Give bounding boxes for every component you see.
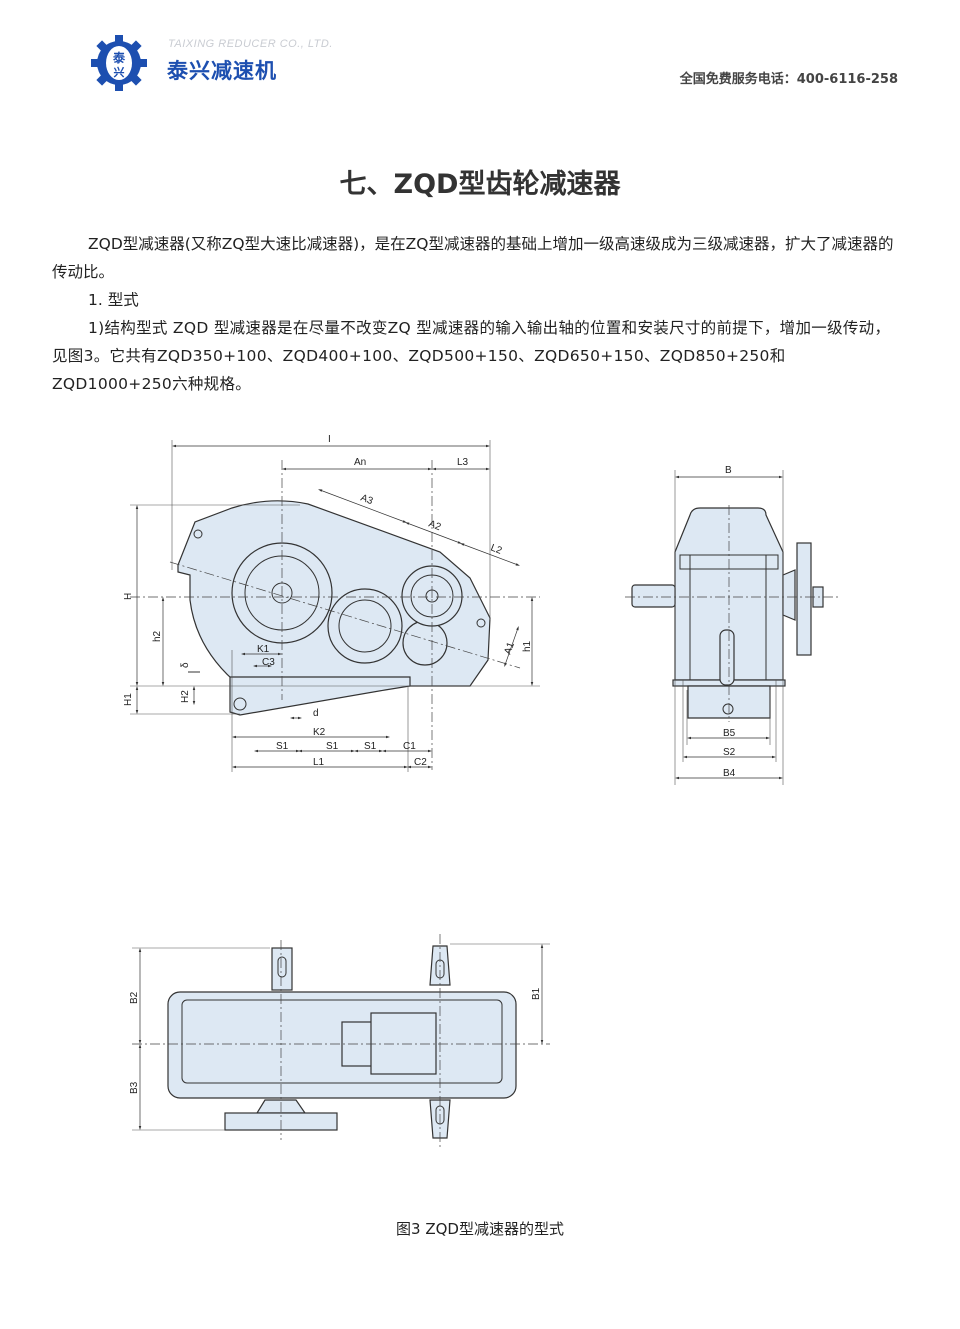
dim-An: An: [354, 457, 366, 468]
section-title: 七、ZQD型齿轮减速器: [339, 169, 621, 200]
dim-B: B: [725, 465, 732, 476]
front-view: B B5 S2 B4: [625, 465, 840, 785]
paragraph-structure: 1)结构型式 ZQD 型减速器是在尽量不改变ZQ 型减速器的输入输出轴的位置和安…: [52, 319, 891, 393]
base-foot: [229, 676, 411, 716]
dim-L1: L1: [313, 757, 325, 768]
dim-A3: A3: [359, 493, 375, 508]
dim-S1-b: S1: [326, 741, 339, 752]
dim-S2: S2: [723, 747, 736, 758]
dim-B2: B2: [129, 991, 140, 1004]
dim-L3: L3: [457, 457, 469, 468]
figure-caption: 图3 ZQD型减速器的型式: [396, 1220, 564, 1238]
dim-B1: B1: [531, 987, 542, 1000]
dim-H: H: [123, 593, 134, 600]
subheading-type: 1. 型式: [88, 291, 139, 309]
dim-delta: δ: [180, 662, 191, 668]
company-name-en: TAIXING REDUCER CO., LTD.: [168, 38, 333, 50]
company-logo: 泰 兴: [90, 34, 148, 92]
hotline: 全国免费服务电话：400-6116-258: [679, 72, 898, 87]
dim-C2: C2: [414, 757, 427, 768]
dim-h2: h2: [152, 630, 163, 642]
dim-H2: H2: [180, 690, 191, 703]
top-view: B2 B3 B1: [129, 934, 550, 1150]
paragraph-intro: ZQD型减速器(又称ZQ型大速比减速器)，是在ZQ型减速器的基础上增加一级高速级…: [52, 235, 894, 281]
dim-S1-c: S1: [364, 741, 377, 752]
dim-S1-a: S1: [276, 741, 289, 752]
gear-logo-icon: 泰 兴: [91, 35, 147, 91]
dim-L2: L2: [489, 543, 504, 557]
dim-H1: H1: [123, 693, 134, 706]
dim-C3: C3: [262, 657, 275, 668]
dim-B3: B3: [129, 1081, 140, 1094]
dim-B5: B5: [723, 728, 736, 739]
dim-B4: B4: [723, 768, 736, 779]
dim-K2: K2: [313, 727, 326, 738]
side-view: I An L3 A3 A2 L2 A1 H H1 h2 h1 H2 δ K1 C…: [123, 434, 540, 772]
dim-A1: A1: [502, 640, 517, 656]
dim-d: d: [313, 708, 319, 719]
dim-K1: K1: [257, 644, 270, 655]
company-name-cn: 泰兴减速机: [167, 59, 277, 83]
dim-C1: C1: [403, 741, 416, 752]
dim-h1: h1: [522, 640, 533, 652]
svg-text:兴: 兴: [114, 65, 125, 79]
svg-text:泰: 泰: [112, 50, 126, 65]
dim-A2: A2: [427, 519, 443, 534]
dim-I: I: [328, 434, 331, 445]
body-text: ZQD型减速器(又称ZQ型大速比减速器)，是在ZQ型减速器的基础上增加一级高速级…: [52, 230, 902, 398]
